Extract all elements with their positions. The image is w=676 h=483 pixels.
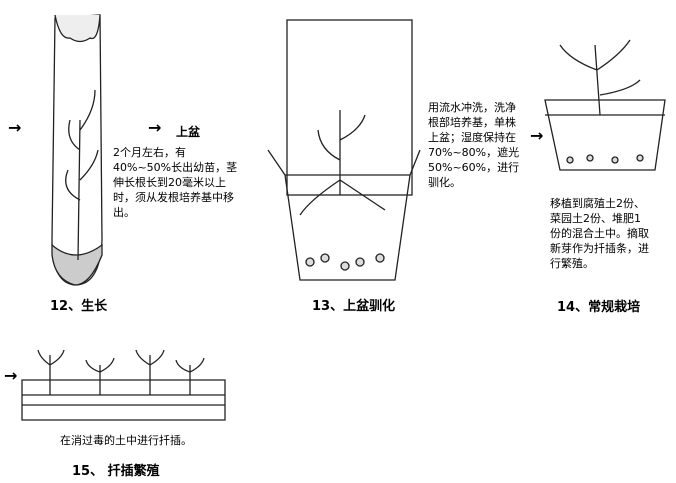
step-15-caption: 15、 扦插繁殖 (72, 464, 160, 479)
arrow-icon: → (4, 366, 18, 385)
arrow-icon: → (148, 118, 162, 137)
pot-illustration (267, 19, 421, 281)
step-12-note: 2个月左右，有40%~50%长出幼苗，茎伸长根长到20毫米以上时，须从发根培养基… (113, 146, 238, 219)
test-tube-illustration (51, 14, 103, 286)
step-14-note: 移植到腐殖土2份、菜园土2份、堆肥1份的混合土中。摘取新芽作为扦插条，进行繁殖。 (550, 197, 649, 270)
large-pot-illustration (544, 39, 666, 171)
step-14-caption: 14、常规栽培 (557, 300, 641, 315)
step-15-note: 在消过毒的土中进行扦插。 (60, 434, 192, 447)
step-13-caption: 13、上盆驯化 (312, 299, 396, 314)
step-13-note: 用流水冲洗，洗净根部培养基，单株上盆；湿度保持在70%~80%，遮光50%~60… (428, 101, 520, 189)
cutting-tray-illustration (21, 349, 226, 421)
step-subtitle: 上盆 (176, 125, 201, 139)
arrow-icon: → (530, 126, 544, 145)
step-12-caption: 12、生长 (50, 299, 108, 314)
arrow-icon: → (8, 118, 22, 137)
